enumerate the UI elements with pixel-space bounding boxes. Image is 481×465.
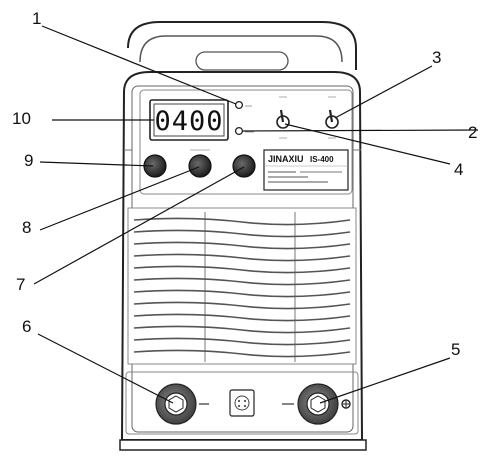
ventilation-grille [127, 207, 357, 365]
callout-8: 8 [22, 218, 31, 237]
carry-handle [127, 21, 357, 71]
grille-slat [133, 325, 351, 334]
nameplate-brand: JINAXIU [268, 154, 304, 164]
leader-5 [319, 357, 451, 404]
output-terminal-left[interactable] [155, 383, 197, 425]
leader-6 [37, 333, 174, 404]
knob-right[interactable] [232, 154, 256, 178]
callout-9: 9 [24, 151, 33, 170]
display-reading: 0400 [154, 106, 223, 137]
leader-2 [242, 129, 479, 132]
grille-slat [133, 349, 351, 358]
nameplate-model: IS-400 [310, 155, 334, 164]
grille-slat [133, 301, 351, 310]
indicator-light-top [234, 100, 244, 110]
callout-labels: 1 2 3 4 5 6 7 8 9 10 [12, 9, 477, 359]
callout-6: 6 [22, 317, 31, 336]
leader-1 [41, 25, 237, 105]
base-foot [119, 439, 367, 451]
leader-8 [39, 166, 200, 231]
callout-leaders [33, 25, 479, 404]
callout-5: 5 [451, 340, 460, 359]
callout-3: 3 [432, 48, 441, 67]
handle-grip-slot [195, 51, 289, 71]
callout-2: 2 [468, 123, 477, 142]
grille-slat [133, 265, 351, 274]
leader-9 [39, 161, 154, 167]
output-terminal-right[interactable] [297, 383, 339, 425]
grille-slat [133, 217, 351, 226]
digital-display: 0400 [149, 99, 229, 141]
toggle-switch-left[interactable] [276, 96, 290, 139]
grille-slat [133, 241, 351, 250]
grille-slat [133, 253, 351, 262]
grille-slat [133, 229, 351, 238]
callout-4: 4 [454, 160, 463, 179]
callout-10: 10 [12, 109, 31, 128]
callout-7: 7 [16, 275, 25, 294]
toggle-switch-right[interactable] [325, 96, 339, 139]
nameplate: JINAXIU IS-400 [263, 149, 349, 191]
grille-slat [133, 289, 351, 298]
callout-1: 1 [32, 9, 41, 28]
lower-connector-panel [125, 371, 359, 435]
grille-slat [133, 337, 351, 346]
grille-slat [133, 277, 351, 286]
leader-4 [284, 123, 451, 165]
knob-middle[interactable] [188, 154, 212, 178]
grille-slat [133, 313, 351, 322]
leader-3 [334, 65, 433, 119]
upper-control-panel: 0400 JINAXIU IS-400 [139, 89, 353, 195]
control-socket[interactable] [229, 389, 255, 417]
indicator-light-bottom [234, 126, 244, 136]
leader-7 [33, 166, 245, 285]
